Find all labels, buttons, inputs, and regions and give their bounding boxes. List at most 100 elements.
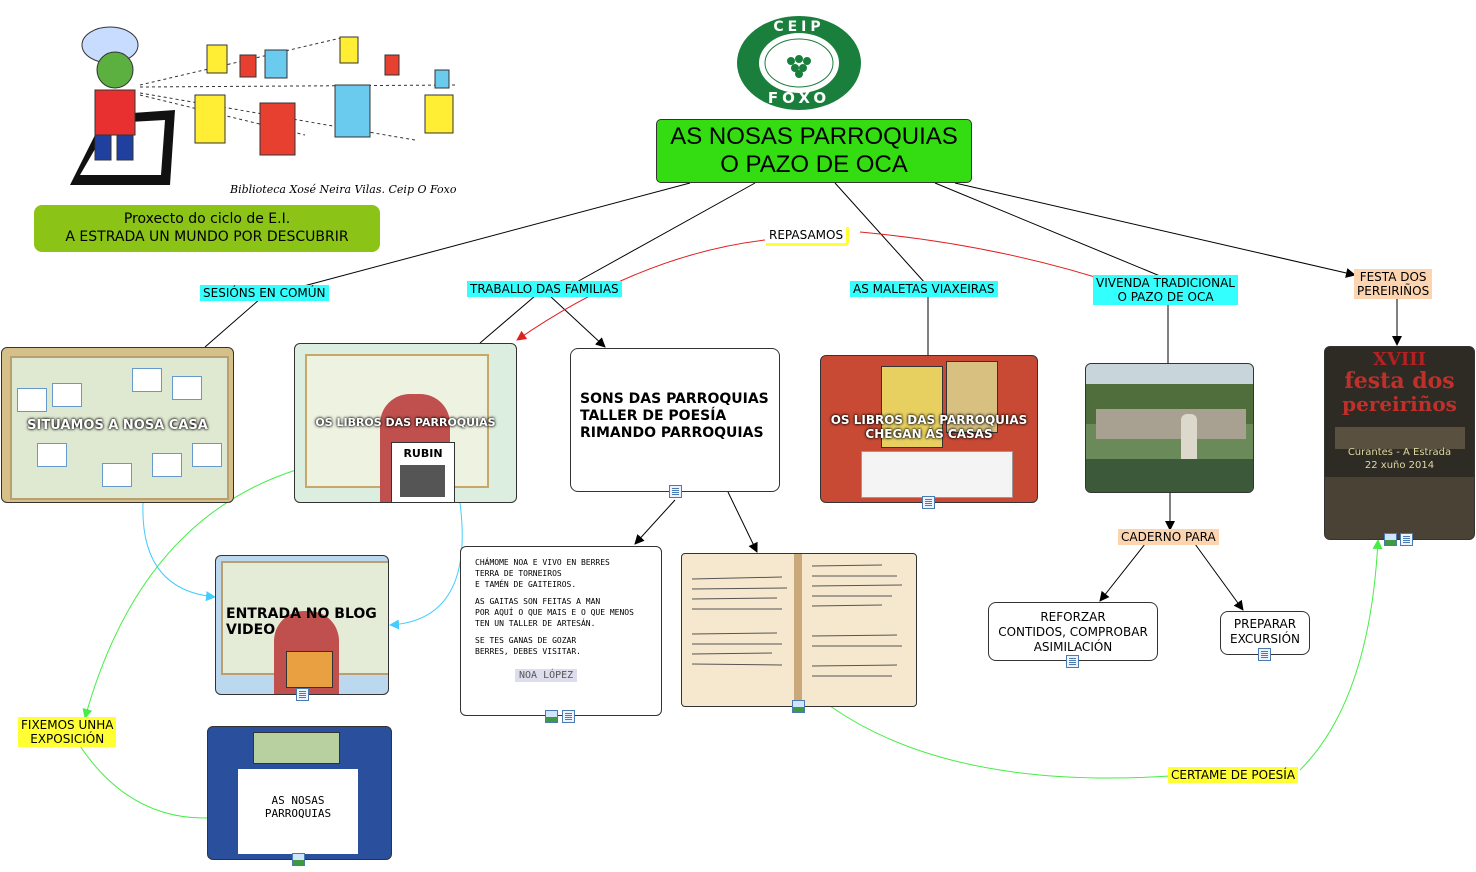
exposicion-image-icon[interactable]	[292, 853, 305, 866]
exhibition-photos	[253, 732, 340, 764]
poem-line8: BERRES, DEBES VISITAR.	[475, 647, 581, 656]
exposicion-photo-node[interactable]: AS NOSAS PARROQUIAS	[207, 726, 392, 860]
link-repasamos-libros	[516, 239, 766, 341]
book-sign-picture	[400, 465, 445, 497]
poster-line4: Curantes - A Estrada	[1347, 447, 1452, 458]
stone-bridge	[1096, 409, 1246, 439]
held-book	[286, 651, 333, 688]
vivenda-label-line2: O PAZO DE OCA	[1117, 290, 1214, 304]
book-stack	[881, 366, 943, 448]
link-caderno-reforzar	[1099, 543, 1146, 602]
fixemos-label[interactable]: FIXEMOS UNHA EXPOSICIÓN	[18, 717, 117, 747]
reforzar-line3: ASIMILACIÓN	[1033, 640, 1113, 654]
festa-image-icon[interactable]	[1384, 533, 1397, 546]
link-notebook-certame	[829, 705, 1171, 779]
notebook-image-icon[interactable]	[792, 700, 805, 713]
chegan-note-icon[interactable]	[922, 496, 935, 509]
vivenda-label[interactable]: VIVENDA TRADICIONAL O PAZO DE OCA	[1093, 275, 1238, 305]
poem-image-icon[interactable]	[545, 710, 558, 723]
main-title-node[interactable]: AS NOSAS PARROQUIAS O PAZO DE OCA	[656, 119, 972, 183]
sons-line3: RIMANDO PARROQUIAS	[580, 425, 764, 441]
logo-text-bottom: FOXO	[767, 89, 831, 107]
poster-artwork	[1335, 427, 1465, 449]
link-repasamos-vivenda	[859, 231, 1121, 286]
vivenda-label-line1: VIVENDA TRADICIONAL	[1096, 276, 1235, 290]
pazo-photo-node[interactable]	[1085, 363, 1254, 493]
festa-label-line2: PEREIRIÑOS	[1357, 284, 1430, 298]
situamos-photo-node[interactable]: SITUAMOS A NOSA CASA	[1, 347, 234, 503]
festa-label[interactable]: FESTA DOS PEREIRIÑOS	[1354, 269, 1433, 299]
main-title-line1: AS NOSAS PARROQUIAS	[670, 123, 958, 150]
link-title-vivenda	[934, 182, 1161, 277]
poem-line2: TERRA DE TORNEIROS	[475, 569, 562, 578]
link-fixemos-exposicion	[79, 745, 209, 819]
chegan-caption: OS LIBROS DAS PARROQUIAS CHEGAN ÁS CASAS	[821, 413, 1037, 441]
photo-thumb	[52, 383, 82, 407]
photo-thumb	[152, 453, 182, 477]
sons-node[interactable]: SONS DAS PARROQUIAS TALLER DE POESÍA RIM…	[570, 348, 780, 492]
certame-label[interactable]: CERTAME DE POESÍA	[1168, 767, 1299, 783]
link-traballo-sons	[549, 295, 606, 348]
notebook-spine	[794, 554, 802, 706]
reforzar-line1: REFORZAR	[1040, 610, 1106, 624]
book-sign-name: RUBIN	[403, 447, 443, 460]
link-title-maletas	[834, 182, 926, 284]
caderno-label[interactable]: CADERNO PARA	[1118, 529, 1219, 545]
photo-thumb	[172, 376, 202, 400]
blog-note-icon[interactable]	[296, 688, 309, 701]
libros-photo-node[interactable]: RUBIN OS LIBROS DAS PARROQUIAS	[294, 343, 517, 503]
link-caderno-preparar	[1194, 543, 1244, 611]
sons-line1: SONS DAS PARROQUIAS	[580, 391, 769, 407]
sesions-label[interactable]: SESIÓNS EN COMÚN	[200, 285, 329, 301]
photo-thumb	[132, 368, 162, 392]
link-sesions-situamos	[204, 298, 261, 348]
link-libros-blog	[389, 502, 463, 630]
link-traballo-libros	[479, 295, 536, 344]
traballo-label[interactable]: TRABALLO DAS FAMILIAS	[467, 281, 622, 297]
poem-note-icon[interactable]	[562, 710, 575, 723]
photo-thumb	[102, 463, 132, 487]
blog-caption-line2: VIDEO	[226, 622, 276, 638]
poem-signature: NOA LÓPEZ	[515, 669, 578, 682]
blog-caption-line1: ENTRADA NO BLOG	[226, 606, 377, 622]
ceip-foxo-seal	[737, 16, 861, 110]
notebook-photo-node[interactable]	[681, 553, 917, 707]
sons-note-icon[interactable]	[669, 485, 682, 498]
library-caption: Biblioteca Xosé Neira Vilas. Ceip O Foxo	[230, 183, 457, 196]
reforzar-node[interactable]: REFORZAR CONTIDOS, COMPROBAR ASIMILACIÓN	[988, 602, 1158, 661]
statue	[1181, 414, 1197, 459]
maletas-label[interactable]: AS MALETAS VIAXEIRAS	[850, 281, 998, 297]
festa-note-icon[interactable]	[1400, 533, 1413, 546]
photo-thumb	[17, 388, 47, 412]
poem-line7: SE TES GANAS DE GOZAR	[475, 636, 577, 645]
poem-line5: POR AQUÍ O QUE MAIS E O QUE MENOS	[475, 608, 634, 617]
poster-crowd	[1325, 477, 1474, 539]
situamos-caption: SITUAMOS A NOSA CASA	[27, 418, 208, 433]
open-notebook	[861, 451, 1013, 498]
link-title-sesions	[299, 182, 691, 288]
preparar-line2: EXCURSIÓN	[1229, 632, 1300, 646]
project-node[interactable]: Proxecto do ciclo de E.I. A ESTRADA UN M…	[34, 205, 380, 252]
festa-poster-node[interactable]: XVIII festa dos pereiriños Curantes - A …	[1324, 346, 1475, 540]
link-sons-notebook	[727, 491, 758, 553]
blog-caption: ENTRADA NO BLOG VIDEO	[226, 606, 377, 638]
repasamos-label[interactable]: REPASAMOS	[766, 227, 850, 246]
poster-line1: XVIII	[1372, 349, 1427, 370]
logo-text-top: CEIP	[773, 19, 825, 35]
project-line2: A ESTRADA UN MUNDO POR DESCUBRIR	[65, 229, 349, 245]
poem-line3: E TAMÉN DE GAITEIROS.	[475, 580, 577, 589]
main-title-line2: O PAZO DE OCA	[720, 151, 908, 178]
preparar-note-icon[interactable]	[1258, 648, 1271, 661]
chegan-photo-node[interactable]: OS LIBROS DAS PARROQUIAS CHEGAN ÁS CASAS	[820, 355, 1038, 503]
blog-photo-node[interactable]: ENTRADA NO BLOG VIDEO	[215, 555, 389, 695]
fixemos-label-line2: EXPOSICIÓN	[30, 732, 105, 746]
poster-line5: 22 xuño 2014	[1364, 460, 1435, 471]
poem-node[interactable]: CHÁMOME NOA E VIVO EN BERRES TERRA DE TO…	[460, 546, 662, 716]
reforzar-note-icon[interactable]	[1066, 655, 1079, 668]
pond	[1086, 459, 1253, 492]
chegan-caption-line1: OS LIBROS DAS PARROQUIAS	[830, 413, 1028, 427]
book-sign: RUBIN	[391, 442, 455, 502]
link-sons-poem	[634, 499, 676, 545]
exhibition-sign: AS NOSAS PARROQUIAS	[238, 769, 358, 854]
